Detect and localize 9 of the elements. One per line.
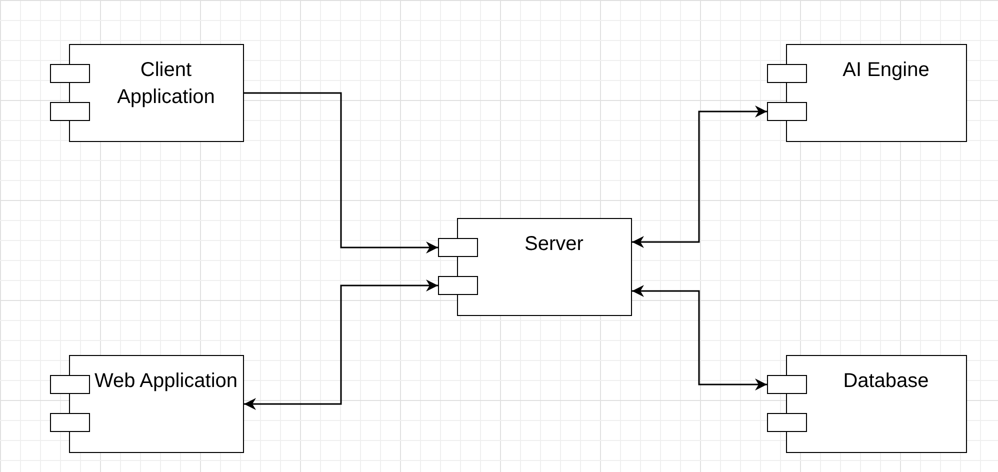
component-label: Client Application xyxy=(116,58,216,110)
component-label: Server xyxy=(524,232,584,257)
connector-arrow xyxy=(244,92,438,254)
component-label: Web Application xyxy=(94,369,238,394)
component-label: Database xyxy=(843,369,929,394)
connector-arrow xyxy=(244,280,438,410)
component-label: AI Engine xyxy=(842,58,930,83)
connector-arrow xyxy=(632,106,767,248)
connector-arrow xyxy=(632,285,767,390)
